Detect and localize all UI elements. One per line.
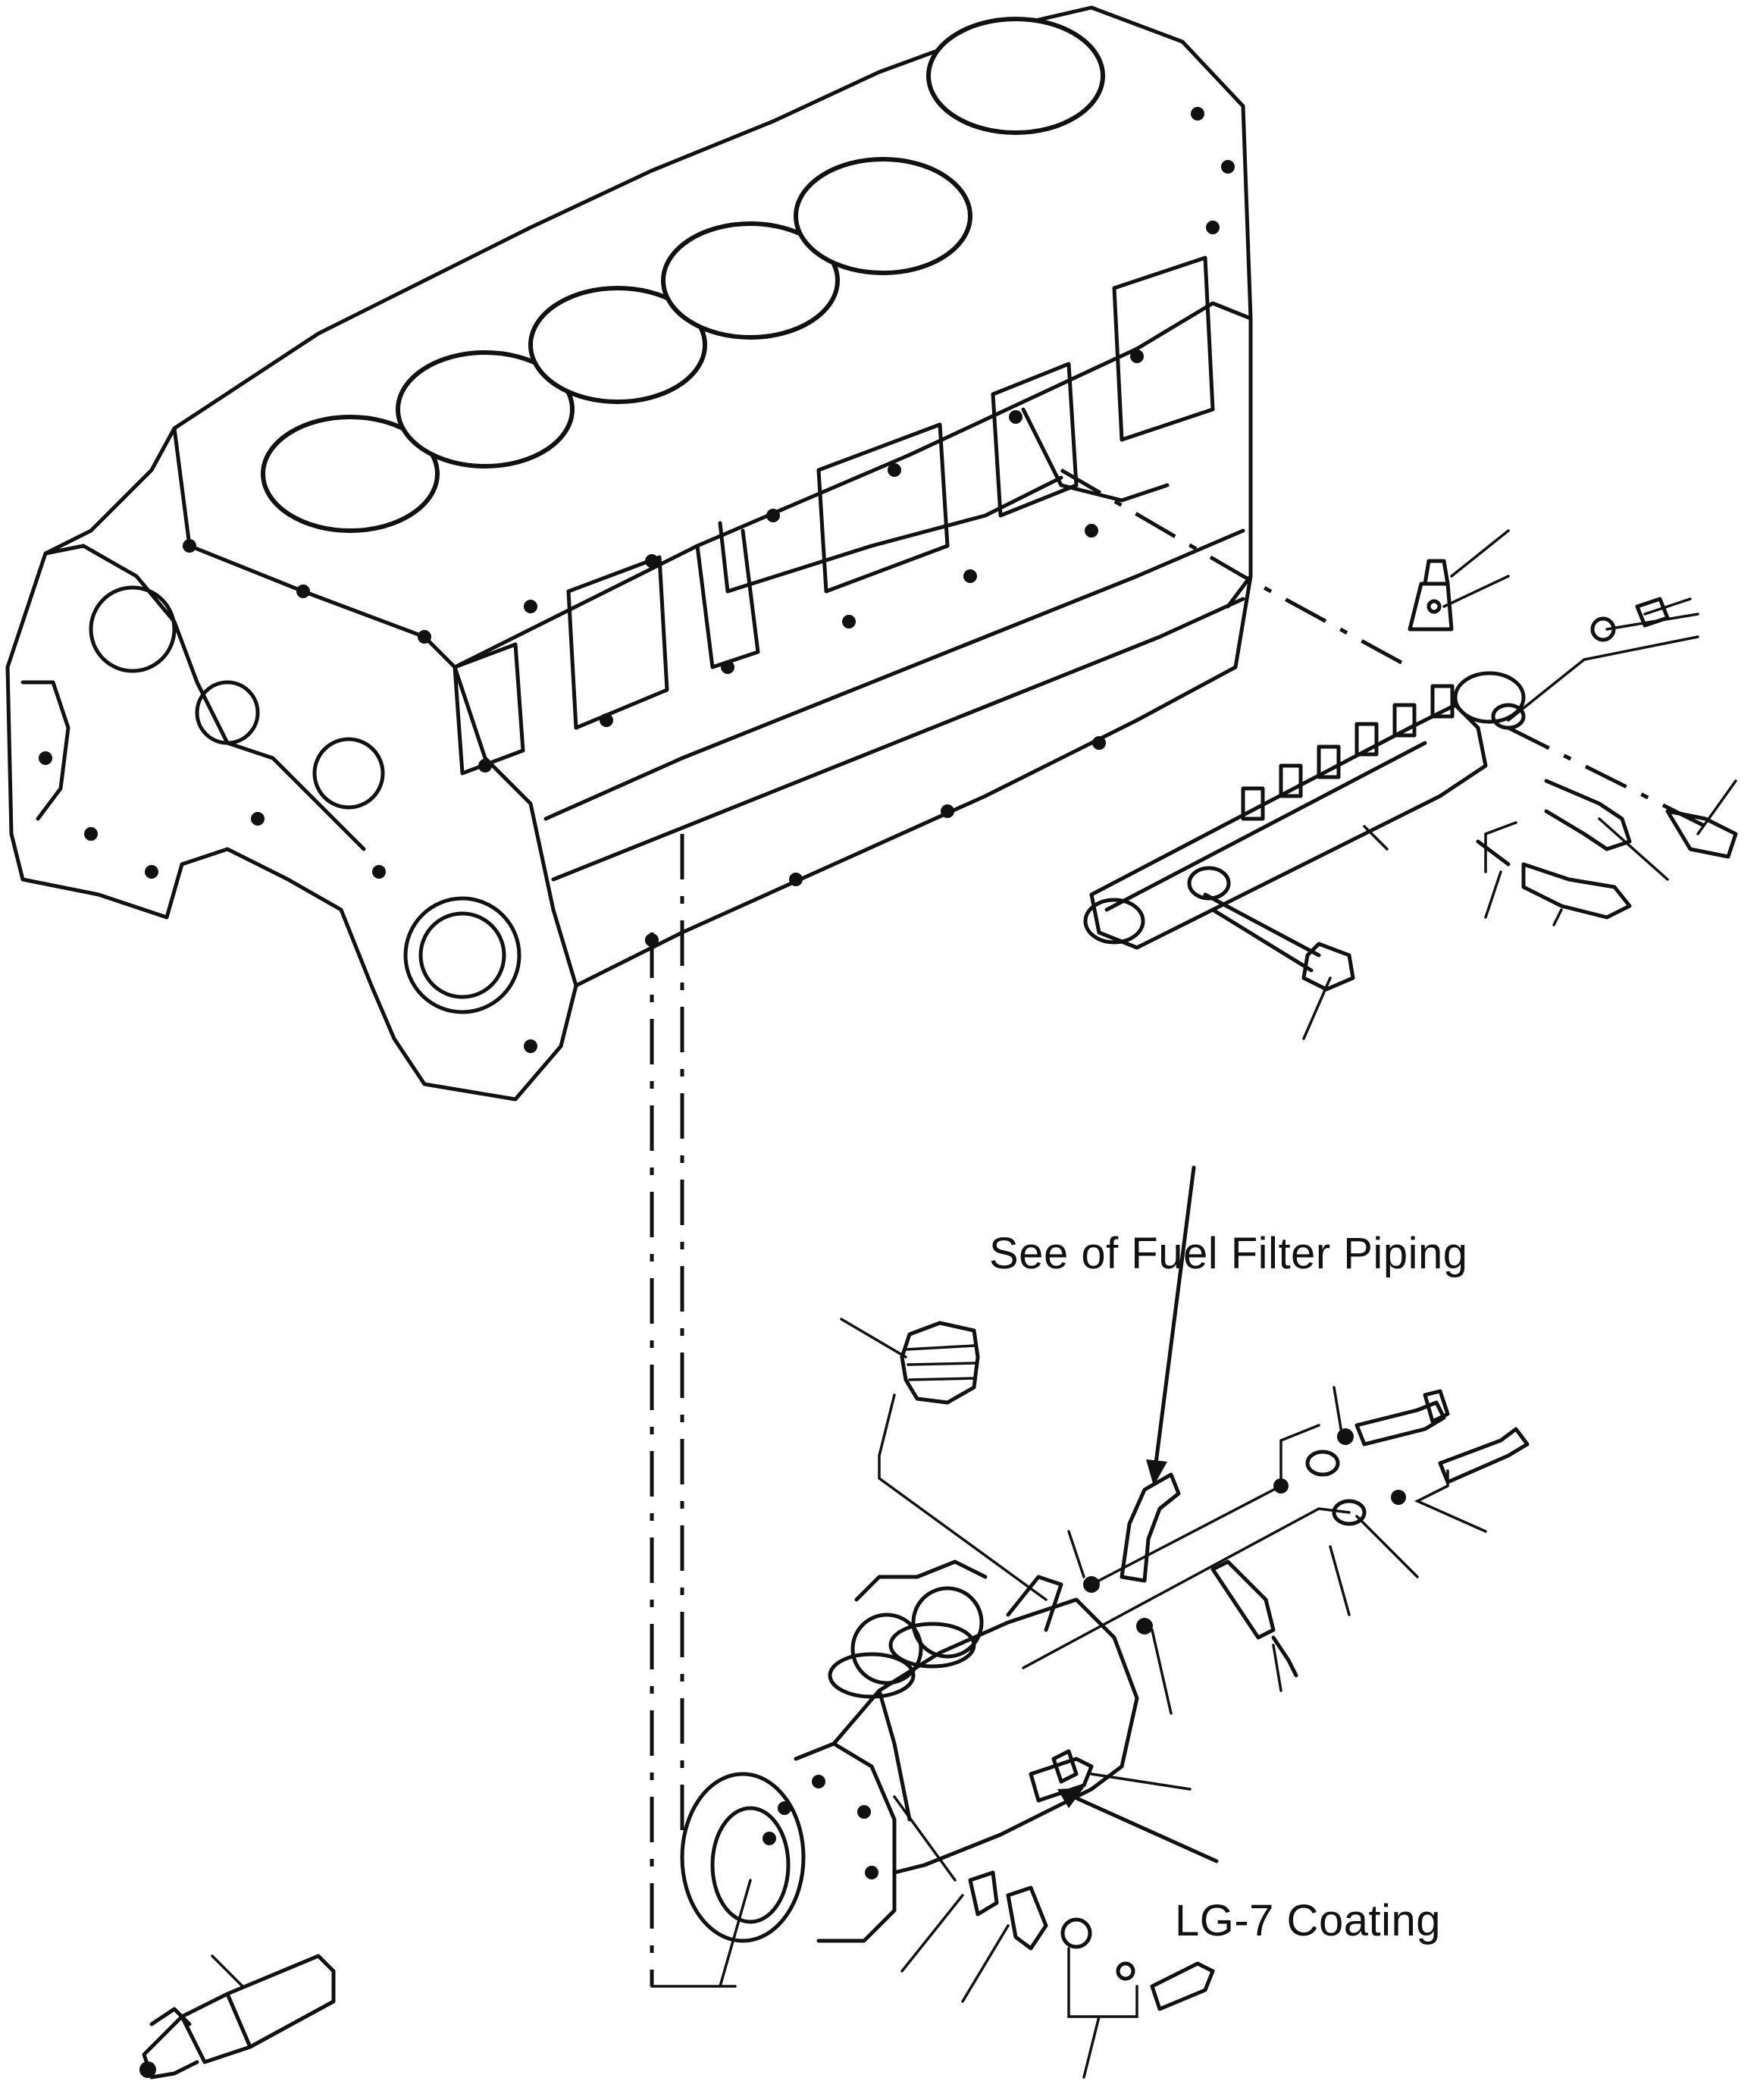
coating-note: LG-7 Coating [1175,1896,1441,1945]
fuel-filter-note: See of Fuel Filter Piping [989,1229,1468,1278]
centerline-rail [1060,468,1411,669]
fuel-pipe-elbow [1120,1165,1196,1583]
cylinder-bore-2 [396,350,575,469]
cylinder-bore-6 [926,17,1105,135]
cylinder-bore-1 [261,415,440,533]
banjo-fittings [1022,1386,1530,1715]
pump-lower-fittings [719,1749,1219,2079]
cylinder-bore-3 [528,286,707,404]
cylinder-bore-4 [661,221,840,340]
block-bolt-holes [39,107,1235,1053]
supply-pump-assembly [680,1393,1139,1943]
engine-block [5,5,1253,1102]
centerline-sensor [1507,726,1707,829]
cylinder-bore-5 [794,157,972,275]
cap-plug [840,1318,980,1405]
common-rail-assembly [1083,529,1738,1040]
special-tool [139,1954,336,2080]
